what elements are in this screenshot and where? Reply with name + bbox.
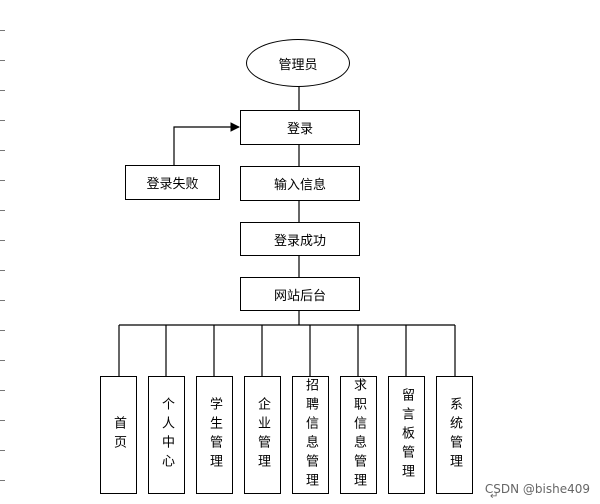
login-node: 登录 [240,110,360,145]
watermark: CSDN @bishe409 [484,482,590,496]
input-info-label: 输入信息 [273,178,326,193]
login-failed-node: 登录失败 [125,165,220,200]
module-student-mgmt: 学生管理 [196,376,233,494]
paragraph-mark-icon: ↵ [490,491,499,502]
login-label: 登录 [286,122,313,137]
backend-label: 网站后台 [273,288,326,304]
module-message-board-mgmt: 留言板管理 [388,376,425,494]
module-home: 首页 [100,376,137,494]
module-recruitment-mgmt-label: 招聘信息管理 [303,378,318,492]
module-enterprise-mgmt: 企业管理 [244,376,281,494]
module-home-label: 首页 [111,416,126,454]
login-success-label: 登录成功 [273,233,326,249]
login-success-node: 登录成功 [240,222,360,256]
module-system-mgmt: 系统管理 [436,376,473,494]
admin-label: 管理员 [278,57,318,73]
admin-node: 管理员 [246,39,350,87]
module-recruitment-mgmt: 招聘信息管理 [292,376,329,494]
page-edge-marks [0,0,6,504]
module-personal-center-label: 个人中心 [159,397,174,473]
edge-failed-login-arrow [173,122,240,165]
module-personal-center: 个人中心 [148,376,185,494]
module-system-mgmt-label: 系统管理 [447,397,462,473]
login-failed-label: 登录失败 [146,177,199,192]
module-message-board-mgmt-label: 留言板管理 [399,387,414,483]
module-job-seeking-mgmt: 求职信息管理 [340,376,377,494]
module-enterprise-mgmt-label: 企业管理 [255,397,270,473]
backend-node: 网站后台 [240,277,360,311]
module-student-mgmt-label: 学生管理 [207,397,222,473]
input-info-node: 输入信息 [240,166,360,201]
module-job-seeking-mgmt-label: 求职信息管理 [351,378,366,492]
